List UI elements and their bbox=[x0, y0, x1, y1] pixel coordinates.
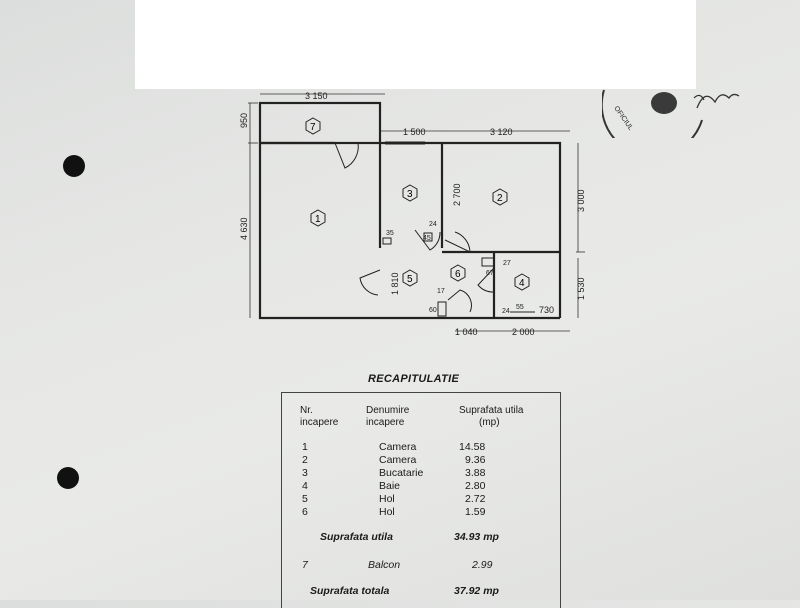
row-den: Hol bbox=[379, 506, 395, 518]
header-nr-line1: Nr. bbox=[300, 405, 313, 416]
room-label-2: 2 bbox=[497, 193, 503, 204]
row-den: Camera bbox=[379, 454, 417, 466]
row-nr: 4 bbox=[302, 480, 308, 492]
row-sup: 14.58 bbox=[459, 441, 486, 453]
row-sup: 2.80 bbox=[465, 480, 486, 492]
row-nr: 1 bbox=[302, 441, 308, 453]
header-sup: Suprafata utila (mp) bbox=[459, 405, 524, 429]
row-sup: 9.36 bbox=[465, 454, 486, 466]
punch-hole-top bbox=[63, 155, 85, 177]
dim-left-balcony: 950 bbox=[239, 113, 249, 128]
small-label: 55 bbox=[516, 304, 524, 311]
row-den: Baie bbox=[379, 480, 401, 492]
header-nr-line2: incapere bbox=[300, 417, 339, 428]
row-nr: 3 bbox=[302, 467, 308, 479]
row-den: Hol bbox=[379, 493, 395, 505]
table-row: 2 Camera 9.36 bbox=[282, 454, 560, 468]
row-sup: 2.72 bbox=[465, 493, 486, 505]
recap-table: Nr. incapere Denumire incapere Suprafata… bbox=[281, 392, 561, 608]
recap-title: RECAPITULATIE bbox=[368, 373, 460, 385]
balcony-nr: 7 bbox=[302, 559, 308, 571]
header-sup-line2: (mp) bbox=[479, 417, 500, 428]
dim-mid-top: 1 500 bbox=[403, 127, 426, 137]
balcony-den: Balcon bbox=[368, 559, 401, 571]
room-label-4: 4 bbox=[519, 278, 525, 289]
dim-right-bath: 1 530 bbox=[576, 277, 586, 300]
dim-right-main: 3 000 bbox=[576, 189, 586, 212]
header-sup-line1: Suprafata utila bbox=[459, 405, 524, 416]
row-sup: 3.88 bbox=[465, 467, 486, 479]
util-value: 34.93 mp bbox=[454, 531, 499, 543]
row-nr: 2 bbox=[302, 454, 308, 466]
small-label: 60 bbox=[429, 307, 437, 314]
small-label: 27 bbox=[503, 260, 511, 267]
small-label: 35 bbox=[386, 230, 394, 237]
dim-top-left: 3 150 bbox=[305, 91, 328, 101]
table-row: 1 Camera 14.58 bbox=[282, 441, 560, 455]
table-row: 3 Bucatarie 3.88 bbox=[282, 467, 560, 481]
room-label-3: 3 bbox=[407, 189, 413, 200]
header-nr: Nr. incapere bbox=[300, 405, 338, 429]
dim-bottom-mid: 1 040 bbox=[455, 327, 478, 337]
dim-room2-inner: 2 700 bbox=[452, 183, 462, 206]
header-den-line1: Denumire bbox=[366, 405, 410, 416]
row-sup: 1.59 bbox=[465, 506, 486, 518]
small-label: 24 bbox=[429, 221, 437, 228]
dim-left-room1: 4 630 bbox=[239, 217, 249, 240]
balcony-sup: 2.99 bbox=[472, 559, 493, 571]
room-label-1: 1 bbox=[315, 214, 321, 225]
dim-bottom-right: 2 000 bbox=[512, 327, 535, 337]
small-label: 24 bbox=[502, 308, 510, 315]
row-den: Bucatarie bbox=[379, 467, 424, 479]
small-label: 730 bbox=[539, 305, 554, 315]
small-label: 67 bbox=[486, 270, 494, 277]
header-den-line2: incapere bbox=[366, 417, 405, 428]
dim-hall-inner: 1 810 bbox=[390, 272, 400, 295]
table-row: 6 Hol 1.59 bbox=[282, 506, 560, 520]
total-label: Suprafata totala bbox=[310, 585, 390, 597]
row-nr: 5 bbox=[302, 493, 308, 505]
total-value: 37.92 mp bbox=[454, 585, 499, 597]
table-row: 4 Baie 2.80 bbox=[282, 480, 560, 494]
small-label: 17 bbox=[437, 288, 445, 295]
punch-hole-bottom bbox=[57, 467, 79, 489]
room-label-7: 7 bbox=[310, 122, 316, 133]
dim-top-right: 3 120 bbox=[490, 127, 513, 137]
row-den: Camera bbox=[379, 441, 417, 453]
header-den: Denumire incapere bbox=[366, 405, 409, 429]
row-nr: 6 bbox=[302, 506, 308, 518]
room-label-6: 6 bbox=[455, 269, 461, 280]
balcony-row: 7 Balcon 2.99 bbox=[282, 559, 560, 573]
floor-plan: 7 1 3 2 5 6 4 3 150 950 4 630 1 500 3 12… bbox=[239, 91, 586, 337]
redacted-header-area bbox=[135, 0, 696, 89]
util-label: Suprafata utila bbox=[320, 531, 393, 543]
small-label: 45 bbox=[423, 235, 431, 242]
room-label-5: 5 bbox=[407, 274, 413, 285]
table-row: 5 Hol 2.72 bbox=[282, 493, 560, 507]
